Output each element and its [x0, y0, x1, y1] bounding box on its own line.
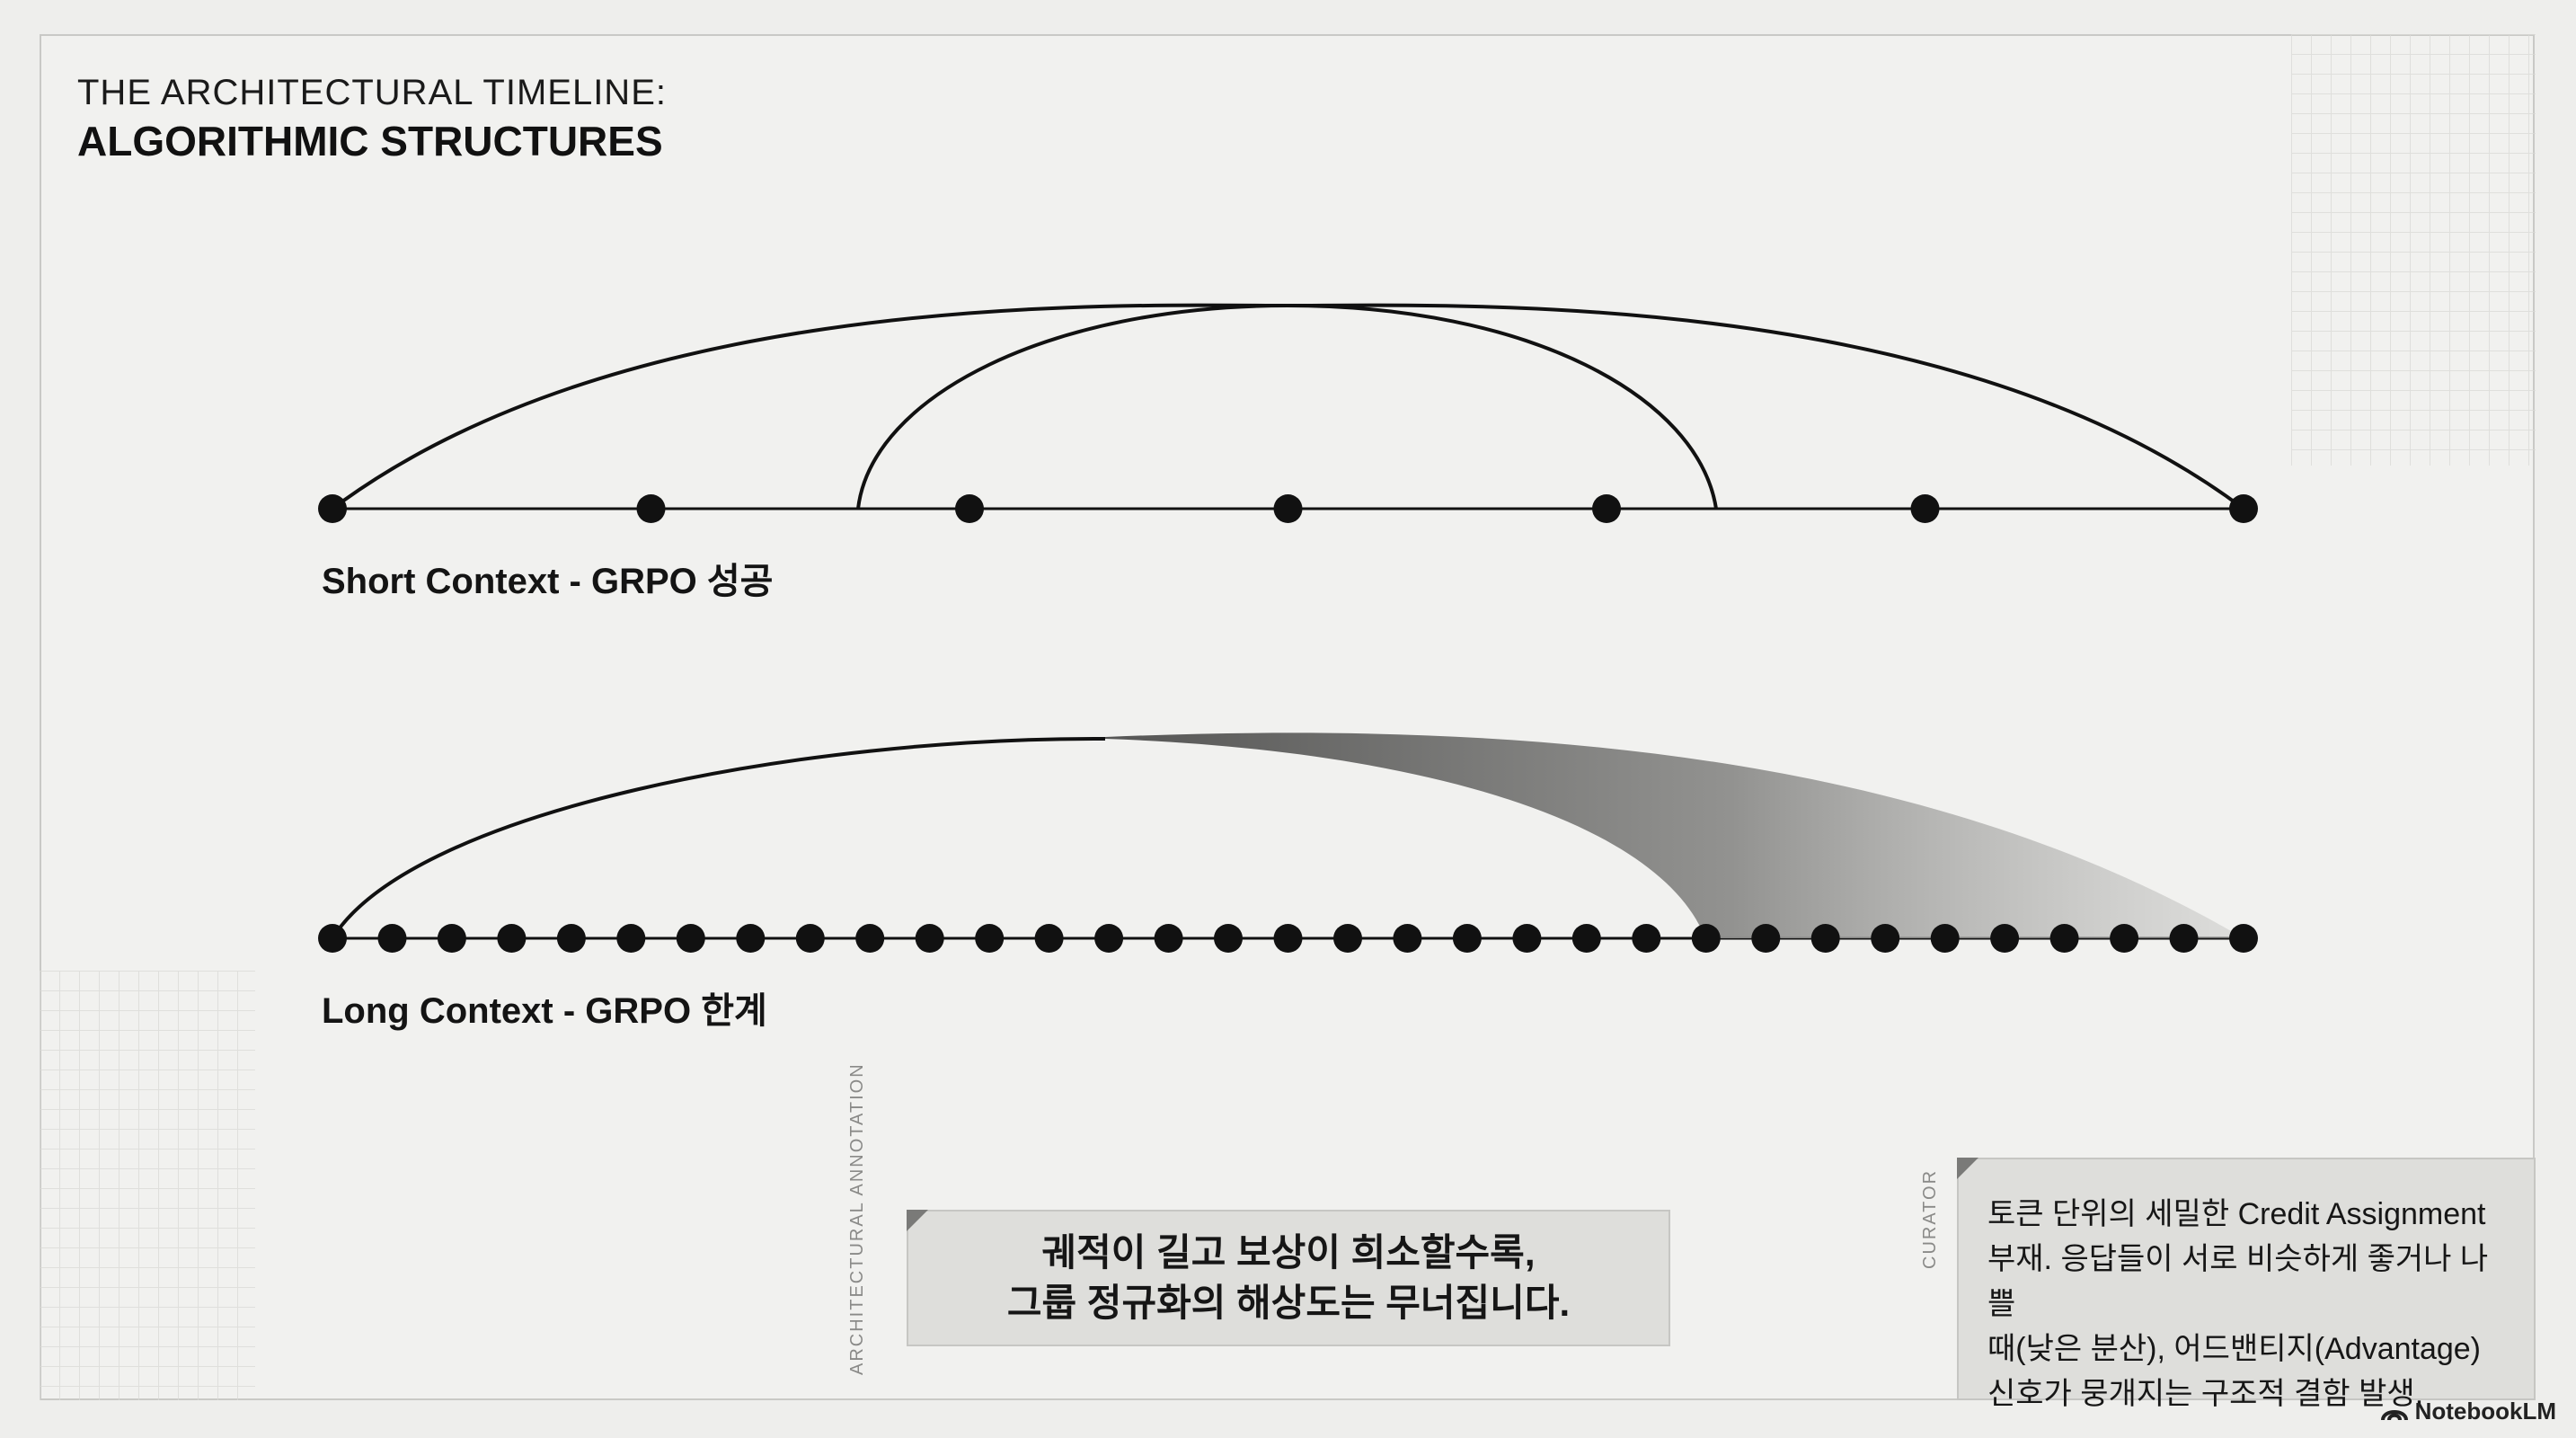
- curator-card: 토큰 단위의 세밀한 Credit Assignment 부재. 응답들이 서로…: [1957, 1158, 2536, 1411]
- annotation-text: 궤적이 길고 보상이 희소할수록, 그룹 정규화의 해상도는 무너집니다.: [1006, 1231, 1571, 1324]
- header-subtitle: THE ARCHITECTURAL TIMELINE:: [77, 73, 667, 112]
- short-nodes: [318, 494, 2258, 523]
- long-nodes: [318, 924, 2258, 953]
- short-node-6: [1910, 494, 1940, 523]
- long-node-4: [497, 924, 527, 953]
- long-node-32: [2169, 924, 2199, 953]
- long-node-16: [1214, 924, 1243, 953]
- short-node-7: [2229, 494, 2258, 523]
- long-node-7: [676, 924, 705, 953]
- brand-watermark: NotebookLM: [2380, 1398, 2556, 1425]
- long-node-17: [1273, 924, 1303, 953]
- architectural-annotation-tag: ARCHITECTURAL ANNOTATION: [847, 1062, 867, 1375]
- long-node-26: [1810, 924, 1840, 953]
- long-node-12: [975, 924, 1005, 953]
- header-title: ALGORITHMIC STRUCTURES: [77, 118, 663, 164]
- long-node-2: [377, 924, 407, 953]
- long-node-6: [616, 924, 646, 953]
- long-context-row: [318, 732, 2258, 953]
- short-node-2: [636, 494, 666, 523]
- long-node-29: [1990, 924, 2020, 953]
- long-node-3: [437, 924, 466, 953]
- slide-header: THE ARCHITECTURAL TIMELINE: ALGORITHMIC …: [77, 70, 667, 167]
- short-outer-arc: [331, 303, 2245, 510]
- long-node-22: [1571, 924, 1601, 953]
- grid-texture-top-right: [2291, 34, 2536, 466]
- short-context-label: Short Context - GRPO 성공: [322, 562, 774, 601]
- long-node-20: [1452, 924, 1482, 953]
- short-node-1: [318, 494, 347, 523]
- long-node-14: [1094, 924, 1124, 953]
- grid-texture-bottom-left: [40, 971, 255, 1400]
- short-node-5: [1592, 494, 1621, 523]
- annotation-card: 궤적이 길고 보상이 희소할수록, 그룹 정규화의 해상도는 무너집니다.: [907, 1210, 1670, 1346]
- long-node-24: [1691, 924, 1721, 953]
- long-node-23: [1632, 924, 1661, 953]
- short-context-row: [318, 303, 2258, 523]
- long-node-27: [1871, 924, 1900, 953]
- long-node-21: [1512, 924, 1542, 953]
- short-inner-arc: [856, 303, 1718, 510]
- long-node-19: [1393, 924, 1422, 953]
- curator-tag: CURATOR: [1920, 1168, 1940, 1269]
- long-node-30: [2049, 924, 2079, 953]
- long-node-15: [1154, 924, 1183, 953]
- short-node-4: [1273, 494, 1303, 523]
- long-arc: [331, 736, 1106, 940]
- long-node-33: [2229, 924, 2258, 953]
- long-node-28: [1930, 924, 1960, 953]
- long-node-8: [736, 924, 766, 953]
- long-node-9: [795, 924, 825, 953]
- short-node-3: [955, 494, 984, 523]
- long-faded-arc: [1105, 732, 2244, 938]
- long-node-1: [318, 924, 347, 953]
- long-node-5: [556, 924, 586, 953]
- long-node-31: [2110, 924, 2139, 953]
- long-node-10: [855, 924, 885, 953]
- long-node-11: [915, 924, 944, 953]
- notebooklm-logo-icon: [2380, 1409, 2408, 1421]
- long-context-label: Long Context - GRPO 한계: [322, 991, 767, 1031]
- curator-text: 토큰 단위의 세밀한 Credit Assignment 부재. 응답들이 서로…: [1987, 1197, 2489, 1411]
- long-node-18: [1333, 924, 1362, 953]
- long-node-25: [1751, 924, 1781, 953]
- long-node-13: [1034, 924, 1064, 953]
- brand-name: NotebookLM: [2414, 1398, 2556, 1425]
